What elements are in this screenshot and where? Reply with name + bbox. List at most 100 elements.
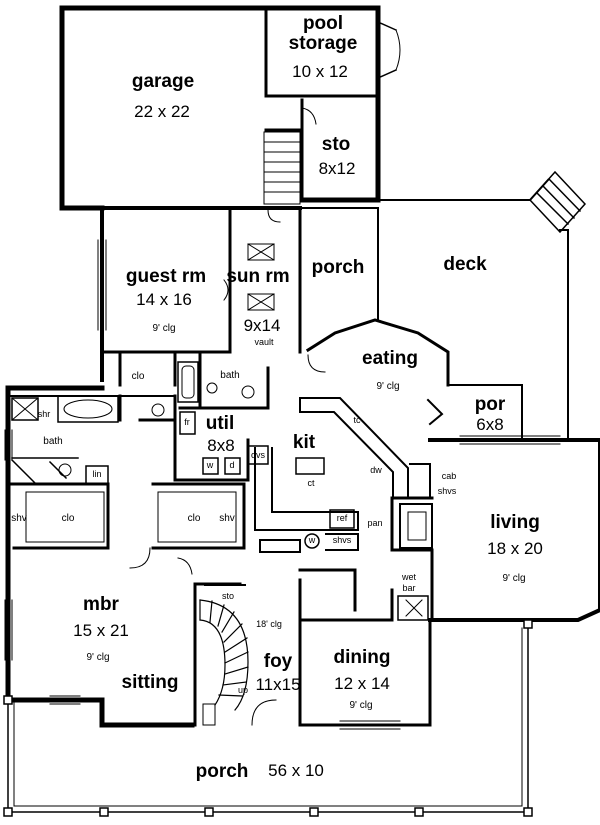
closet-right-shelf <box>157 491 237 543</box>
refrigerator <box>329 509 355 529</box>
kitchen-island <box>299 397 409 499</box>
dryer <box>224 457 241 475</box>
clo-left-label: clo <box>61 513 75 524</box>
tub-guest-inner <box>181 365 195 399</box>
front-porch-size: 56 x 10 <box>268 761 324 780</box>
door-swing-guest <box>223 279 229 301</box>
toilet-master <box>151 403 165 417</box>
side-porch-label: porch <box>311 257 365 278</box>
por-wall <box>447 384 523 441</box>
util-size: 8x8 <box>207 436 235 455</box>
tub-guest <box>177 361 199 403</box>
shower-x <box>11 397 39 421</box>
foyer-clg-label: 18' clg <box>256 619 282 629</box>
pool-storage-label-1: pool <box>302 13 344 34</box>
shvs-kit-label: shvs <box>437 486 457 496</box>
deck-outline <box>377 178 569 441</box>
closet-left-shelf <box>25 491 105 543</box>
foyer-size: 11x15 <box>255 675 301 694</box>
master-wing-exterior <box>5 385 195 728</box>
sitting-label: sitting <box>121 672 179 693</box>
pool-storage-door <box>377 21 397 79</box>
ovs-label: ovs <box>250 450 266 460</box>
door-swing-eating <box>307 354 326 373</box>
shr-label: shr <box>37 409 51 419</box>
mbr-door <box>129 547 151 569</box>
wet-bar-label-2: bar <box>402 583 416 593</box>
tub-master <box>57 395 119 423</box>
fr-label: fr <box>184 417 190 427</box>
fireplace <box>399 503 433 549</box>
toilet-guest <box>206 382 218 394</box>
w-circle-label: w <box>308 535 316 545</box>
shower <box>11 397 39 421</box>
hall-shelves <box>325 533 359 551</box>
bath-guest-label: bath <box>220 370 240 381</box>
shvs-hall-label: shvs <box>332 535 352 545</box>
hall-wall <box>259 539 301 553</box>
pool-storage-size: 10 x 12 <box>292 62 348 81</box>
door-swing-foyer <box>177 557 193 575</box>
deck-stairs <box>528 170 587 234</box>
master-bath-walls <box>118 394 177 482</box>
pantry-wall <box>390 496 434 552</box>
pool-storage-wall <box>264 6 380 98</box>
eating-clg: 9' clg <box>376 381 400 392</box>
sun-rm-label: sun rm <box>226 266 290 287</box>
garage-stairs <box>263 131 301 205</box>
door-swing-sun <box>267 209 281 223</box>
mbr-label: mbr <box>83 594 119 615</box>
por-door <box>426 398 444 426</box>
sun-rm-vault: vault <box>254 337 274 347</box>
tc-label: tc <box>353 415 361 425</box>
entry-door <box>251 699 277 726</box>
tub-master-inner <box>63 399 113 419</box>
sto-foyer-label: sto <box>221 591 235 601</box>
closet-left-wall <box>6 482 110 550</box>
mbr-clg: 9' clg <box>86 652 110 663</box>
front-porch <box>7 624 529 813</box>
front-porch-label: porch <box>195 761 249 782</box>
cab-label: cab <box>441 471 457 481</box>
living-label: living <box>490 512 540 533</box>
skylights <box>247 243 275 311</box>
sto-label: sto <box>321 134 351 155</box>
oven <box>247 445 269 465</box>
mbr-size: 15 x 21 <box>73 621 129 640</box>
washer <box>202 457 219 475</box>
living-clg: 9' clg <box>502 573 526 584</box>
shv-right-label: shv <box>219 513 235 524</box>
clo-guest-label: clo <box>131 371 145 382</box>
cooktop <box>295 457 325 475</box>
eating-bay <box>305 318 450 387</box>
living-size: 18 x 20 <box>487 539 543 558</box>
d-label: d <box>229 460 235 470</box>
guest-rm-label: guest rm <box>125 266 207 287</box>
kitchen-counter-right <box>409 463 431 499</box>
garage-label: garage <box>131 71 195 92</box>
dining-clg: 9' clg <box>349 700 373 711</box>
dining-label: dining <box>333 647 391 668</box>
wet-bar-label-1: wet <box>401 572 417 582</box>
water-heater <box>304 533 320 549</box>
guest-rm-clg: 9' clg <box>152 323 176 334</box>
sink-guest <box>241 385 255 399</box>
por-label: por <box>474 394 506 415</box>
guest-closet-wall <box>100 350 232 387</box>
front-porch-rail <box>13 627 523 807</box>
ref-label: ref <box>336 513 348 523</box>
foyer-label: foy <box>263 651 293 672</box>
sink-master <box>58 463 72 477</box>
kit-label: kit <box>292 432 316 453</box>
garage-size: 22 x 22 <box>134 102 190 121</box>
shv-left-label: shv <box>11 513 27 524</box>
clo-right-label: clo <box>187 513 201 524</box>
spiral-stair <box>199 599 249 711</box>
dining-wall <box>298 568 432 727</box>
side-porch-wall <box>301 207 379 321</box>
pool-storage-door-arc <box>395 29 401 71</box>
fridge-util <box>179 411 196 435</box>
sto-size: 8x12 <box>318 159 356 178</box>
deck-label: deck <box>443 254 487 275</box>
